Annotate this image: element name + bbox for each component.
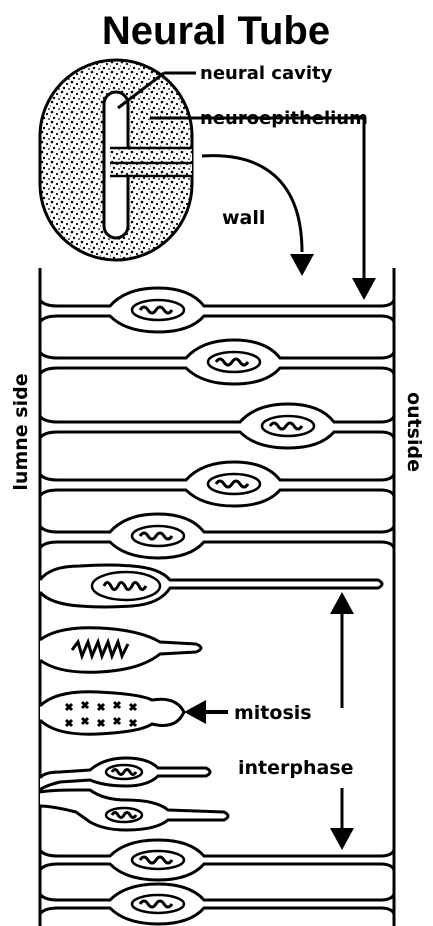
- chromosomes: [70, 637, 130, 661]
- chromatids-bottom: [64, 716, 138, 728]
- dividing-cell-metaphase: [39, 626, 203, 674]
- cell-nucleus: [206, 350, 262, 374]
- neuroepithelial-cell: [38, 838, 396, 882]
- neural-cavity-leader: [117, 71, 165, 110]
- daughter-cell: [38, 756, 212, 792]
- cell-nucleus: [130, 298, 186, 322]
- interphase-arrow-top: [330, 592, 354, 614]
- neuroepithelial-cell-row: [38, 286, 396, 560]
- neuroepithelial-cell: [38, 460, 396, 508]
- mitosis-label: mitosis: [234, 702, 312, 724]
- neuroepithelial-cell: [38, 402, 396, 450]
- interphase-label: interphase: [238, 757, 354, 779]
- chromatids-top: [64, 700, 138, 712]
- lumen-side-label: lumne side: [10, 373, 32, 490]
- mitotic-cell: [38, 690, 186, 736]
- daughter-cell: [39, 788, 230, 832]
- neuroepithelial-cell: [38, 286, 396, 334]
- cell-nucleus: [206, 472, 262, 496]
- cell-nucleus: [130, 524, 186, 548]
- diagram-title: Neural Tube: [102, 9, 330, 53]
- cell-nucleus: [130, 893, 186, 915]
- retracting-cell: [38, 563, 384, 609]
- cell-nucleus: [260, 414, 316, 438]
- outside-label: outside: [403, 392, 425, 472]
- neuroepithelial-cell: [38, 338, 396, 386]
- interphase-arrow-bottom: [330, 828, 354, 850]
- wall-arrow: [201, 154, 304, 253]
- neuroepithelial-cell: [38, 512, 396, 560]
- mitosis-arrow-head: [184, 700, 206, 724]
- neuroepithelial-cell: [38, 882, 396, 926]
- wall-label: wall: [222, 207, 265, 229]
- cell-nucleus: [130, 849, 186, 871]
- neural-tube-cross-section: [38, 58, 194, 262]
- neural-cavity-label: neural cavity: [200, 63, 333, 84]
